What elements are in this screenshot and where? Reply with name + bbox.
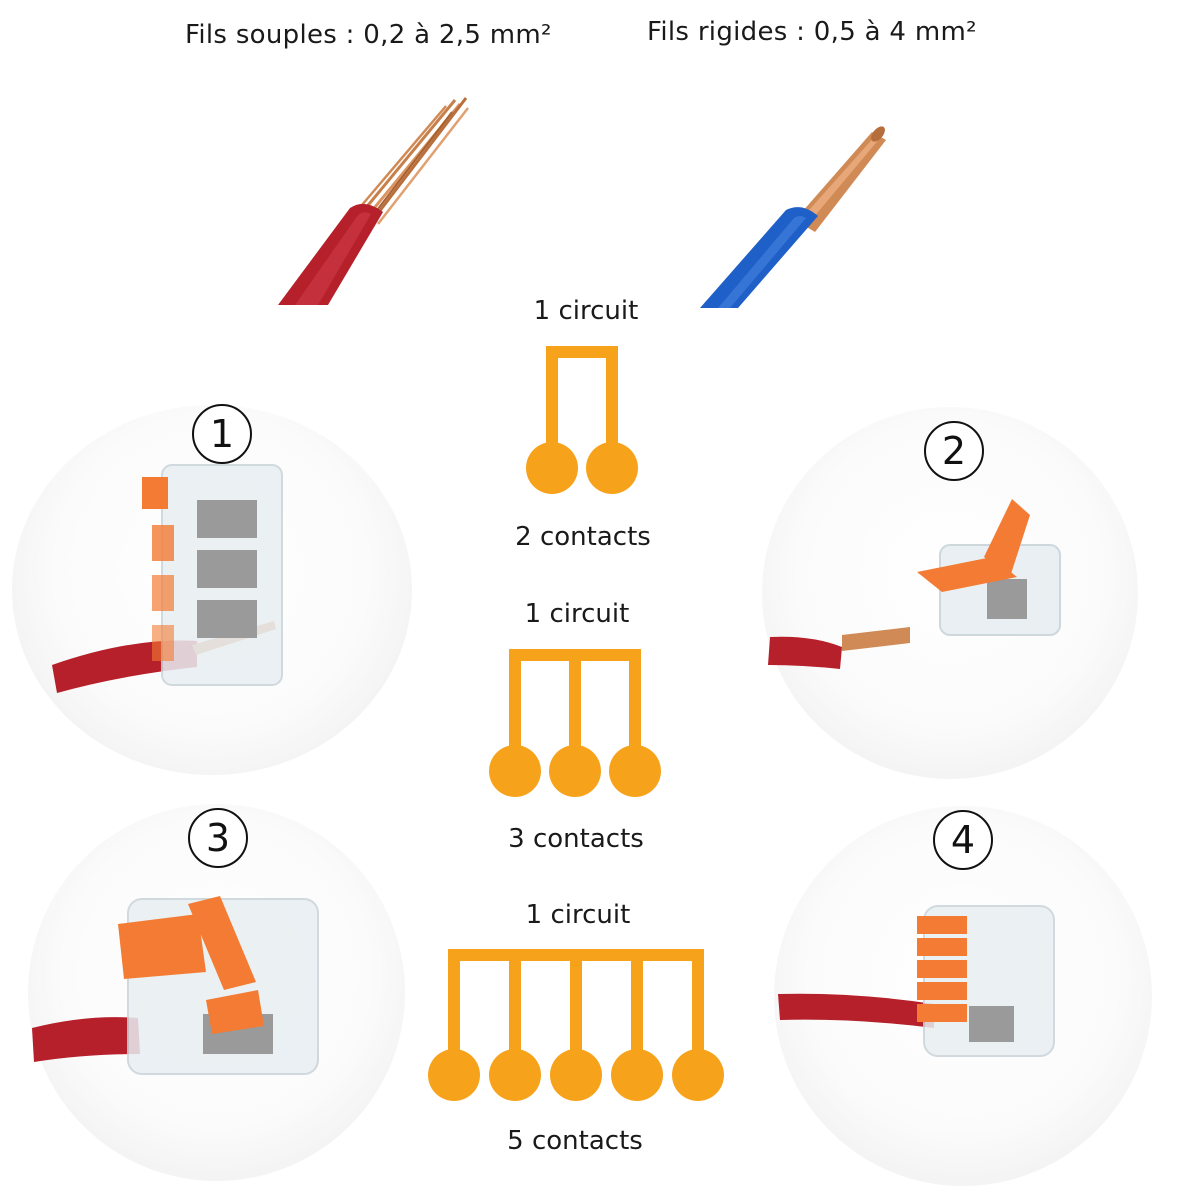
diagram-1-contact-1 [526,442,578,494]
diagram-3-contact-3 [550,1049,602,1101]
diagram-3-contact-1 [428,1049,480,1101]
diagram-3-contact-4 [611,1049,663,1101]
step-number-4: 4 [933,810,993,870]
rigid-wire-image [700,126,886,308]
diagram-2-contact-2 [549,745,601,797]
diagram-1-contact-2 [586,442,638,494]
diagram-2-contact-3 [609,745,661,797]
circuit-diagram-5-contacts [428,949,724,1101]
diagram-2-circuit-label: 1 circuit [524,599,630,629]
step-number-3: 3 [188,808,248,868]
diagram-2-contact-1 [489,745,541,797]
rigid-wire-label: Fils rigides : 0,5 à 4 mm² [647,17,977,47]
diagram-3-bus [448,949,704,1063]
photo-circle-step-3 [28,804,405,1181]
connector-illustration-4 [778,905,1055,1057]
circuit-diagram-2-contacts [526,346,638,494]
copper-strands [355,97,469,225]
connector-illustration-3 [32,896,319,1075]
diagram-1-circuit-label: 1 circuit [533,296,639,326]
diagram-3-contact-2 [489,1049,541,1101]
step-number-1: 1 [192,404,252,464]
diagram-1-contacts-label: 2 contacts [515,522,651,552]
connector-illustration-2 [768,499,1061,669]
connector-illustration-1 [52,464,283,693]
diagram-3-circuit-label: 1 circuit [525,900,631,930]
diagram-1-bus [546,346,618,456]
diagram-2-contacts-label: 3 contacts [508,824,644,854]
diagram-3-contact-5 [672,1049,724,1101]
photo-circle-step-1 [12,405,412,775]
step-number-2: 2 [924,421,984,481]
flexible-wire-image [278,97,469,305]
flexible-wire-label: Fils souples : 0,2 à 2,5 mm² [185,20,552,50]
circuit-diagram-3-contacts [489,649,661,797]
diagram-2-bus [509,649,641,759]
diagram-3-contacts-label: 5 contacts [507,1126,643,1156]
